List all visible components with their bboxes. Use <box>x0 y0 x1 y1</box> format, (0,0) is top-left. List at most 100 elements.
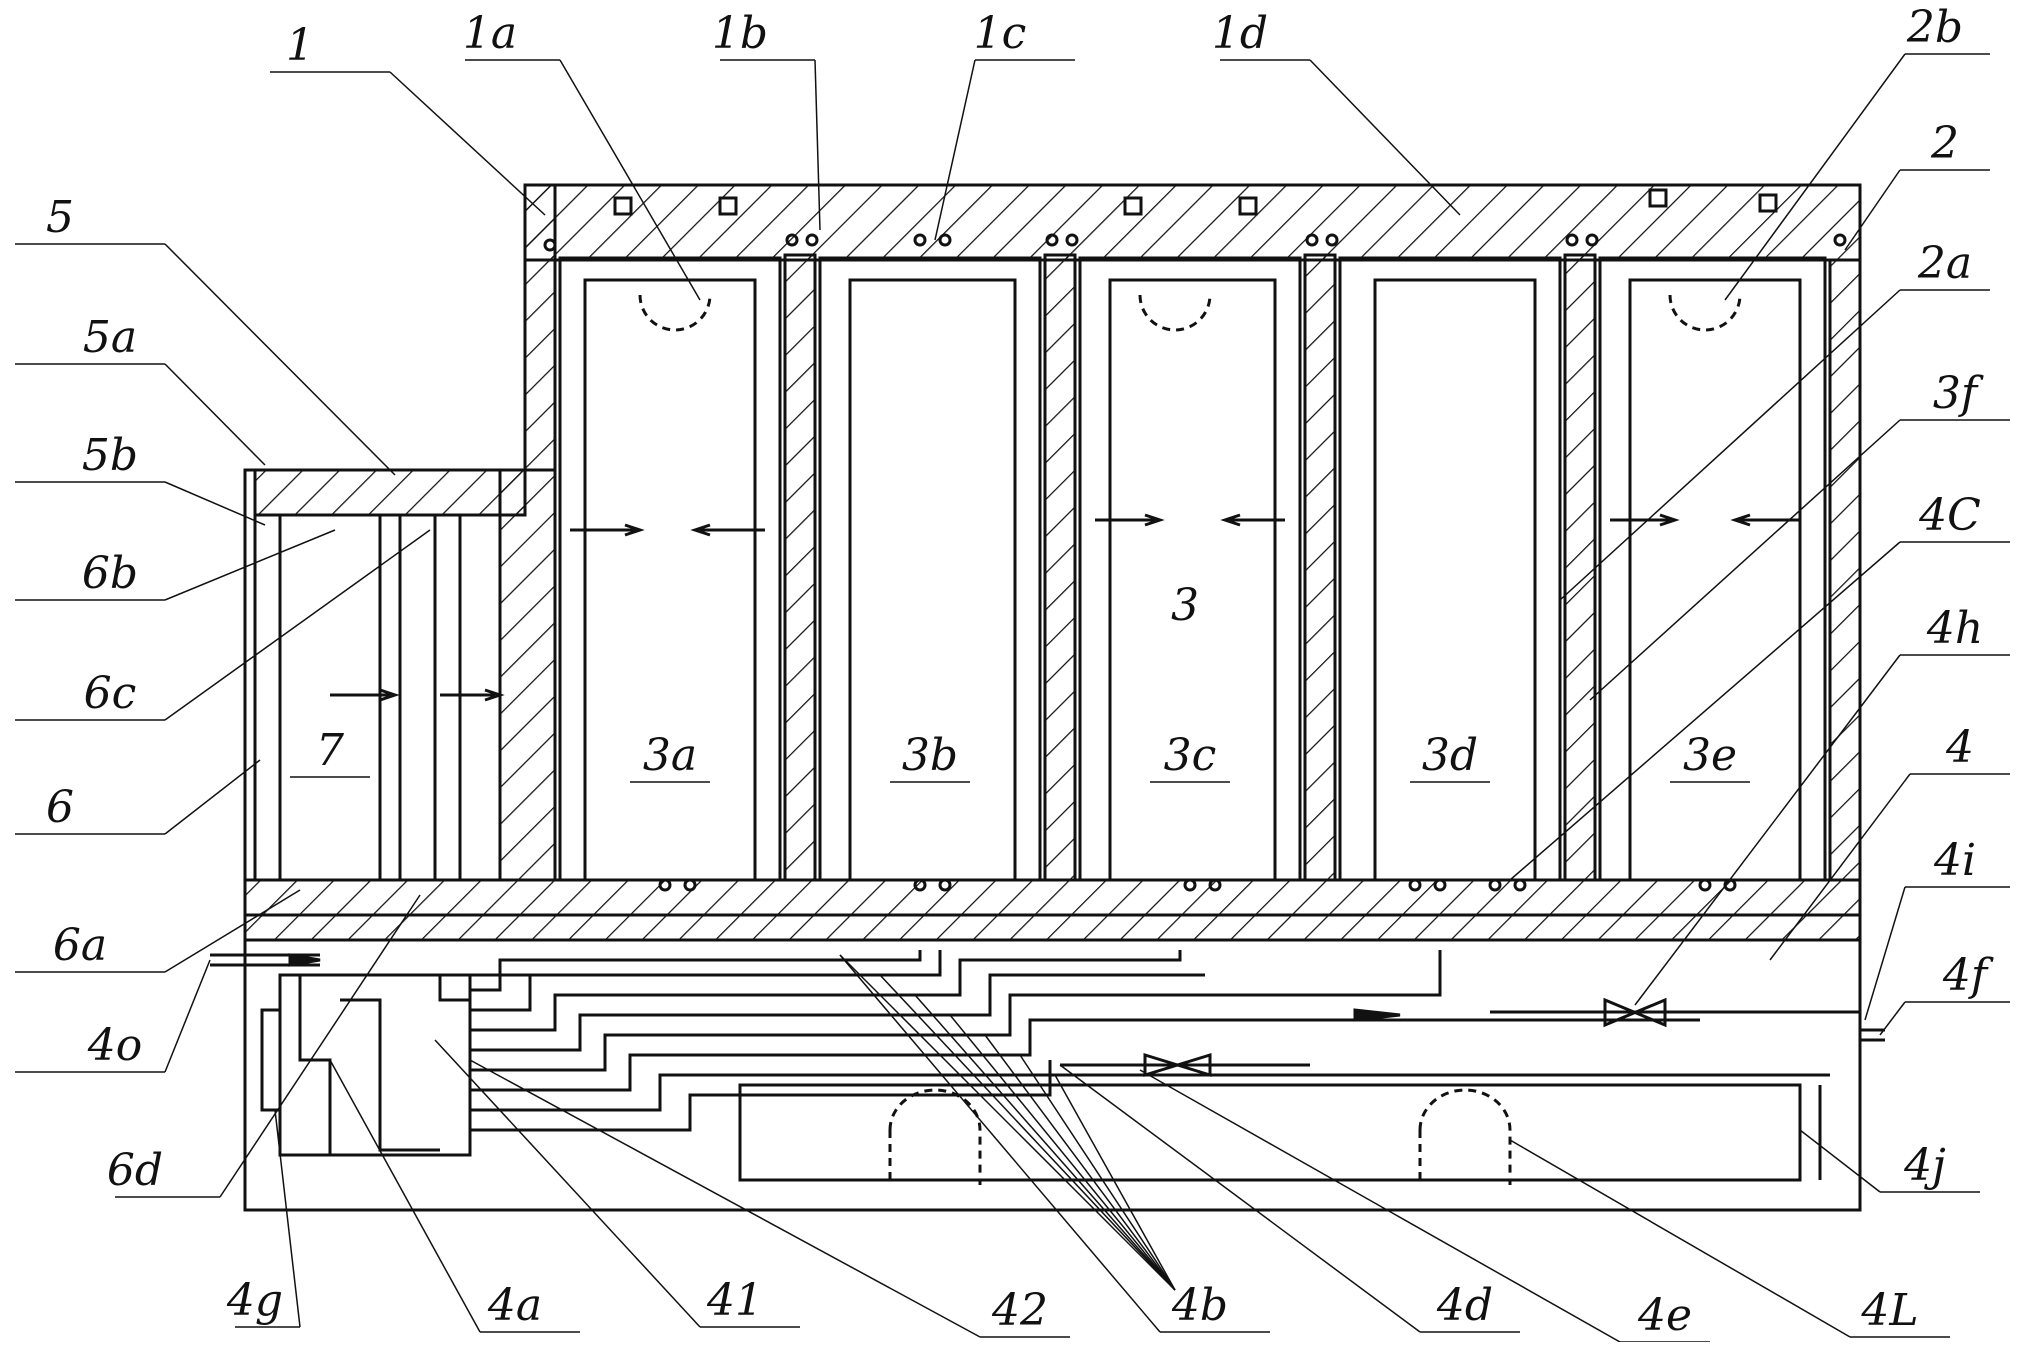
leader-5b <box>164 481 266 526</box>
cell-3d <box>1338 256 1562 882</box>
label-3d: 3d <box>1422 730 1478 781</box>
label-3f: 3f <box>1933 368 1984 419</box>
divider-1 <box>783 253 817 882</box>
small-cover <box>253 468 527 517</box>
label-1b: 1b <box>712 8 768 59</box>
leader-4b-3 <box>949 1014 1176 1291</box>
leader-4b <box>839 954 1161 1333</box>
label-4j: 4j <box>1903 1140 1946 1191</box>
leader-4i <box>1864 886 1906 1021</box>
leader-4b-6 <box>1054 1074 1176 1291</box>
label-6d: 6d <box>107 1145 163 1196</box>
divider-2 <box>1043 253 1077 882</box>
cell-3a <box>558 256 782 882</box>
label-1c: 1c <box>974 8 1027 59</box>
label-2b: 2b <box>1906 2 1963 53</box>
label-4c: 4C <box>1918 490 1981 541</box>
top-cover <box>523 183 1862 262</box>
label-5: 5 <box>46 192 74 243</box>
left-tank <box>253 513 502 882</box>
leader-4g <box>274 1109 301 1328</box>
label-41: 41 <box>706 1275 763 1326</box>
label-4g: 4g <box>226 1275 283 1326</box>
leader-1d <box>1309 59 1461 216</box>
cell-3d-inner <box>1373 278 1537 882</box>
valve-4h <box>1603 997 1667 1028</box>
label-4f: 4f <box>1942 950 1994 1001</box>
leader-6 <box>164 759 261 835</box>
divider-4 <box>1563 253 1597 882</box>
cell-3e <box>1598 256 1827 882</box>
leader-4f <box>1879 1001 1906 1036</box>
divider-3 <box>1303 253 1337 882</box>
label-1: 1 <box>286 20 314 71</box>
label-1d: 1d <box>1212 8 1268 59</box>
label-3b: 3b <box>902 730 958 781</box>
valve-4d <box>1143 1052 1212 1078</box>
leader-4c <box>1509 541 1901 881</box>
label-6b: 6b <box>82 548 138 599</box>
leader-1c <box>934 59 976 241</box>
housing-outline <box>243 183 1862 1212</box>
tray-4j <box>738 1083 1802 1182</box>
leader-4h <box>1634 654 1901 1006</box>
leader-5a <box>164 363 266 466</box>
label-6: 6 <box>46 782 74 833</box>
leader-6c <box>164 529 431 721</box>
label-5b: 5b <box>82 430 138 481</box>
leader-42 <box>469 1059 981 1338</box>
cell-3b <box>818 256 1042 882</box>
leader-1a <box>559 59 701 301</box>
label-42: 42 <box>991 1285 1048 1336</box>
label-4b: 4b <box>1171 1280 1228 1331</box>
cell-3b-inner <box>848 278 1017 882</box>
label-4d: 4d <box>1436 1280 1493 1331</box>
leader-1b <box>814 59 821 231</box>
element-4g <box>260 1008 282 1112</box>
leader-2b <box>1724 53 1906 301</box>
device-structure <box>210 183 1885 1212</box>
leader-4b-4 <box>984 1034 1176 1291</box>
label-7: 7 <box>316 725 344 776</box>
leader-4b-1 <box>879 974 1176 1291</box>
leader-lines <box>15 53 2010 1343</box>
leader-4b-0 <box>839 954 1176 1291</box>
leader-6d <box>219 894 421 1198</box>
label-3a: 3a <box>643 730 697 781</box>
label-4i: 4i <box>1933 835 1976 886</box>
leader-4b-2 <box>914 994 1176 1291</box>
label-4o: 4o <box>87 1020 142 1071</box>
leader-4e <box>1139 1069 1621 1343</box>
leader-6a <box>164 889 301 973</box>
leader-5 <box>164 243 396 476</box>
label-1a: 1a <box>463 8 517 59</box>
leader-2 <box>1844 169 1901 251</box>
leader-2a <box>1559 289 1901 601</box>
label-4e: 4e <box>1637 1290 1692 1341</box>
leader-4o <box>164 959 211 1073</box>
bottom-plate <box>243 878 1862 942</box>
right-wall <box>1828 258 1862 882</box>
label-2: 2 <box>1930 118 1959 169</box>
leader-4b-5 <box>1019 1054 1176 1291</box>
label-3c: 3c <box>1164 730 1217 781</box>
leader-4l <box>1509 1139 1851 1338</box>
label-4h: 4h <box>1926 603 1983 654</box>
part-labels: 1 1a 1b 1c 1d 2b 2 2a 3f 4C 4h 4 4i 4f 4j 5 5a 5b 6b 6c 6 6a 4… <box>46 2 1994 1341</box>
label-6c: 6c <box>84 668 137 719</box>
leader-1 <box>389 71 546 216</box>
label-5a: 5a <box>83 312 137 363</box>
label-2a: 2a <box>1917 238 1972 289</box>
label-3e: 3e <box>1683 730 1737 781</box>
control-box-4a <box>278 973 472 1157</box>
leader-41 <box>434 1039 701 1328</box>
label-4: 4 <box>1945 722 1974 773</box>
label-4a: 4a <box>487 1280 542 1331</box>
leader-4j <box>1799 1129 1881 1193</box>
cell-3a-inner <box>583 278 757 882</box>
leader-4 <box>1769 773 1911 961</box>
label-4l: 4L <box>1860 1285 1918 1336</box>
label-6a: 6a <box>53 920 107 971</box>
